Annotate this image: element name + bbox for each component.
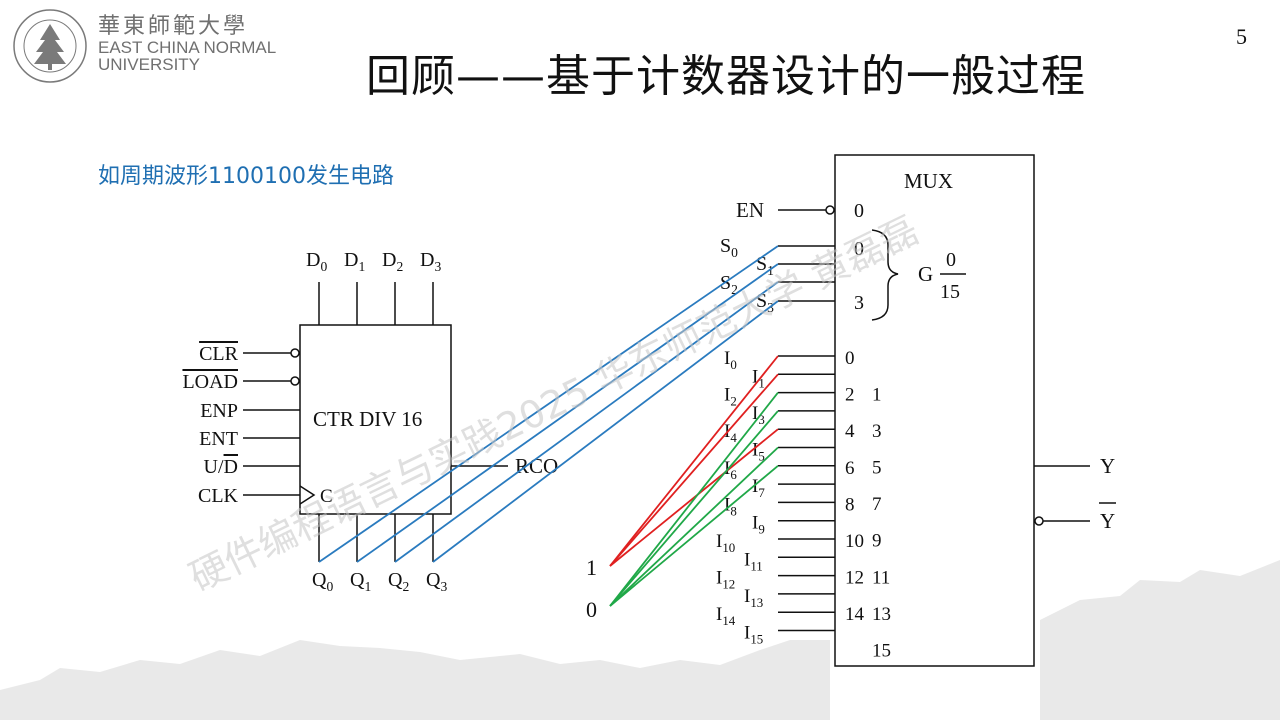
logo-chinese-name: 華東師範大學 [98, 14, 249, 39]
clock-label: C [320, 486, 333, 507]
zero-wire [609, 410, 779, 607]
counter-input-bubble [290, 348, 300, 358]
select-brace [871, 229, 899, 321]
mux-data-label: I11 [744, 549, 763, 573]
mux-data-index: 5 [872, 458, 882, 479]
counter-data-label: D1 [344, 249, 365, 274]
mux-box [834, 154, 1035, 667]
mux-data-index: 0 [845, 348, 855, 369]
one-wire [609, 373, 779, 567]
mux-data-label: I9 [752, 513, 765, 537]
clock-triangle-icon [299, 485, 316, 505]
group-numerator: 0 [946, 249, 956, 271]
mux-data-index: 4 [845, 421, 855, 442]
mux-data-label: I7 [752, 476, 765, 500]
constant-one-label: 1 [586, 555, 597, 580]
slide-title: 回顾——基于计数器设计的一般过程 [366, 51, 1086, 102]
select-wire [356, 263, 779, 563]
mux-data-index: 12 [845, 568, 864, 589]
logo-english-line1: EAST CHINA NORMAL [98, 38, 277, 57]
select-wires [318, 245, 779, 563]
group-label: G [918, 262, 933, 286]
ybar-output-label: Y [1100, 509, 1115, 533]
mux-data-label: I5 [752, 440, 765, 464]
en-bubble [825, 205, 835, 215]
campus-skyline-background [0, 560, 1280, 720]
subtitle: 如周期波形1100100发生电路 [98, 164, 394, 189]
counter-input-bubble [290, 376, 300, 386]
counter-data-label: D3 [420, 249, 441, 274]
mux-data-label: I12 [716, 568, 735, 592]
counter-left-inputs: CLR LOAD ENP ENT U/D CLK [182, 343, 300, 507]
mux-data-label: I6 [724, 458, 737, 482]
mux-label: MUX [904, 169, 953, 193]
zero-wire [609, 392, 779, 607]
counter-outputs: Q0 Q1 Q2 Q3 [312, 514, 447, 594]
y-output-label: Y [1100, 454, 1115, 478]
counter-input-label: LOAD [182, 371, 238, 393]
counter-output-label: Q2 [388, 569, 409, 594]
mux-select-label: S0 [720, 235, 738, 260]
counter-input-label: ENT [199, 428, 238, 450]
counter-data-inputs: D0 D1 D2 D3 [306, 249, 441, 325]
counter-input-label: CLK [198, 485, 239, 507]
counter-output-label: Q3 [426, 569, 447, 594]
ybar-output-bubble [1034, 516, 1044, 526]
mux-data-label: I8 [724, 494, 737, 518]
select-wire [318, 245, 779, 563]
mux-data-index: 3 [872, 421, 882, 442]
logo-english-name: EAST CHINA NORMAL UNIVERSITY [98, 39, 276, 73]
counter-input-label: CLR [199, 343, 239, 365]
page-number: 5 [1236, 24, 1247, 49]
select-index-top: 0 [854, 238, 864, 260]
counter-box [299, 324, 452, 515]
constant-zero-label: 0 [586, 597, 597, 622]
mux-data-index: 11 [872, 567, 890, 588]
en-index: 0 [854, 200, 864, 222]
mux-data-label: I15 [744, 623, 763, 647]
mux-data-label: I0 [724, 348, 737, 372]
mux-select-label: S1 [756, 253, 774, 278]
mux-data-index: 15 [872, 641, 891, 662]
mux-data-index: 7 [872, 494, 882, 515]
counter-input-label: ENP [200, 400, 238, 422]
mux-data-label: I2 [724, 385, 737, 409]
mux-data-label: I13 [744, 586, 763, 610]
select-wire [394, 281, 779, 563]
mux-data-index: 8 [845, 494, 855, 515]
mux-data-index: 2 [845, 385, 855, 406]
mux-data-label: I14 [716, 604, 736, 628]
mux-data-index: 10 [845, 531, 864, 552]
counter-input-label: U/D [204, 456, 238, 478]
mux-data-label: I3 [752, 403, 765, 427]
en-label: EN [736, 198, 764, 222]
zero-wire [609, 446, 779, 607]
select-index-bottom: 3 [854, 292, 864, 314]
university-seal-icon [13, 9, 87, 83]
mux-data-label: I10 [716, 531, 735, 555]
mux-data-inputs: I00I11I22I33I44I55I66I77I88I99I1010I1111… [716, 348, 891, 662]
counter-label: CTR DIV 16 [313, 407, 422, 431]
constant-wires [609, 355, 779, 607]
zero-wire [609, 465, 779, 607]
mux-data-index: 14 [845, 604, 865, 625]
counter-output-label: Q0 [312, 569, 333, 594]
group-denominator: 15 [940, 281, 960, 303]
mux-data-index: 1 [872, 384, 882, 405]
mux-data-index: 6 [845, 458, 855, 479]
one-wire [609, 355, 779, 567]
mux-data-index: 9 [872, 531, 882, 552]
counter-data-label: D0 [306, 249, 327, 274]
mux-data-index: 13 [872, 604, 891, 625]
watermark-text: 硬件编程语言与实践2025 华东师范大学 黄磊磊 [183, 208, 926, 600]
select-wire [432, 300, 779, 563]
mux-data-label: I1 [752, 366, 765, 390]
logo-english-line2: UNIVERSITY [98, 55, 201, 74]
counter-output-label: Q1 [350, 569, 371, 594]
one-wire [609, 428, 779, 567]
counter-data-label: D2 [382, 249, 403, 274]
